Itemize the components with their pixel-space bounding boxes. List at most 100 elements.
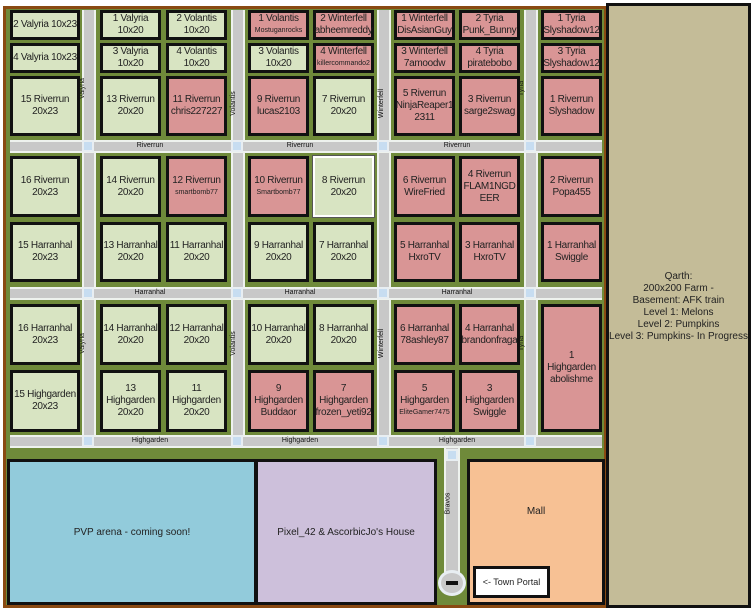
plot-detail: 20x20 (117, 106, 144, 117)
house-zone[interactable]: Pixel_42 & AscorbicJo's House (255, 459, 437, 605)
qarth-panel[interactable]: Qarth: 200x200 Farm - Basement: AFK trai… (606, 3, 751, 608)
road-winterfell[interactable] (377, 10, 391, 448)
intersection (524, 287, 536, 299)
road-label: Highgarden (281, 437, 319, 444)
plot-title: 4 Riverrun (467, 168, 512, 180)
plot[interactable]: 4 Valyria 10x23 (10, 43, 80, 73)
road-harranhal[interactable] (10, 287, 602, 300)
plot-detail: 20x20 (117, 407, 144, 418)
plot-title: 9 Riverrun (256, 94, 301, 105)
plot-detail: lucas2103 (257, 106, 300, 117)
road-volantis[interactable] (231, 10, 245, 448)
road-tyria[interactable] (524, 10, 538, 448)
pvp-arena-zone[interactable]: PVP arena - coming soon! (7, 459, 257, 605)
plot-detail: killercommando2 (317, 60, 370, 67)
plot-detail: 10x20 (183, 25, 210, 36)
town-portal-box[interactable]: <- Town Portal (473, 566, 550, 598)
road-label: Winterfell (378, 328, 386, 359)
plot-title: 16 Riverrun (20, 174, 70, 186)
plot-detail: EER (479, 192, 500, 204)
plot-detail: 10x20 (183, 58, 210, 69)
road-label: Winterfell (378, 88, 386, 119)
plot-detail: 7amoodw (403, 58, 446, 69)
plot-title: 3 Riverrun (467, 94, 512, 105)
plot-title: 2 Winterfell (320, 13, 367, 24)
town-portal-label: <- Town Portal (482, 577, 541, 587)
plot-detail: Buddaor (260, 407, 297, 418)
road-label: Harranhal (284, 289, 316, 296)
road-highgarden[interactable] (10, 435, 602, 448)
plot-title: 3 Highgarden (465, 383, 514, 406)
plot-detail: 20x20 (330, 334, 357, 346)
plot[interactable]: 2 Valyria 10x23 (10, 10, 80, 40)
road-label: Volantis (229, 331, 237, 356)
plot-title: 16 Harranhal (17, 322, 73, 334)
road-riverrun[interactable] (10, 140, 602, 153)
plot-detail: 20x20 (330, 186, 357, 198)
plot-title: 3 Tyria (557, 46, 586, 57)
intersection (82, 287, 94, 299)
road-bravos[interactable] (444, 448, 460, 593)
plot-title: 5 Highgarden (400, 383, 449, 406)
dash-icon (446, 581, 458, 585)
plot-title: 5 Harranhal (400, 240, 449, 251)
road-valyria[interactable] (82, 10, 96, 448)
plot-detail: abolishme (550, 374, 593, 385)
road-label: Highgarden (131, 437, 169, 444)
plot-title: 8 Harranhal (319, 322, 368, 334)
